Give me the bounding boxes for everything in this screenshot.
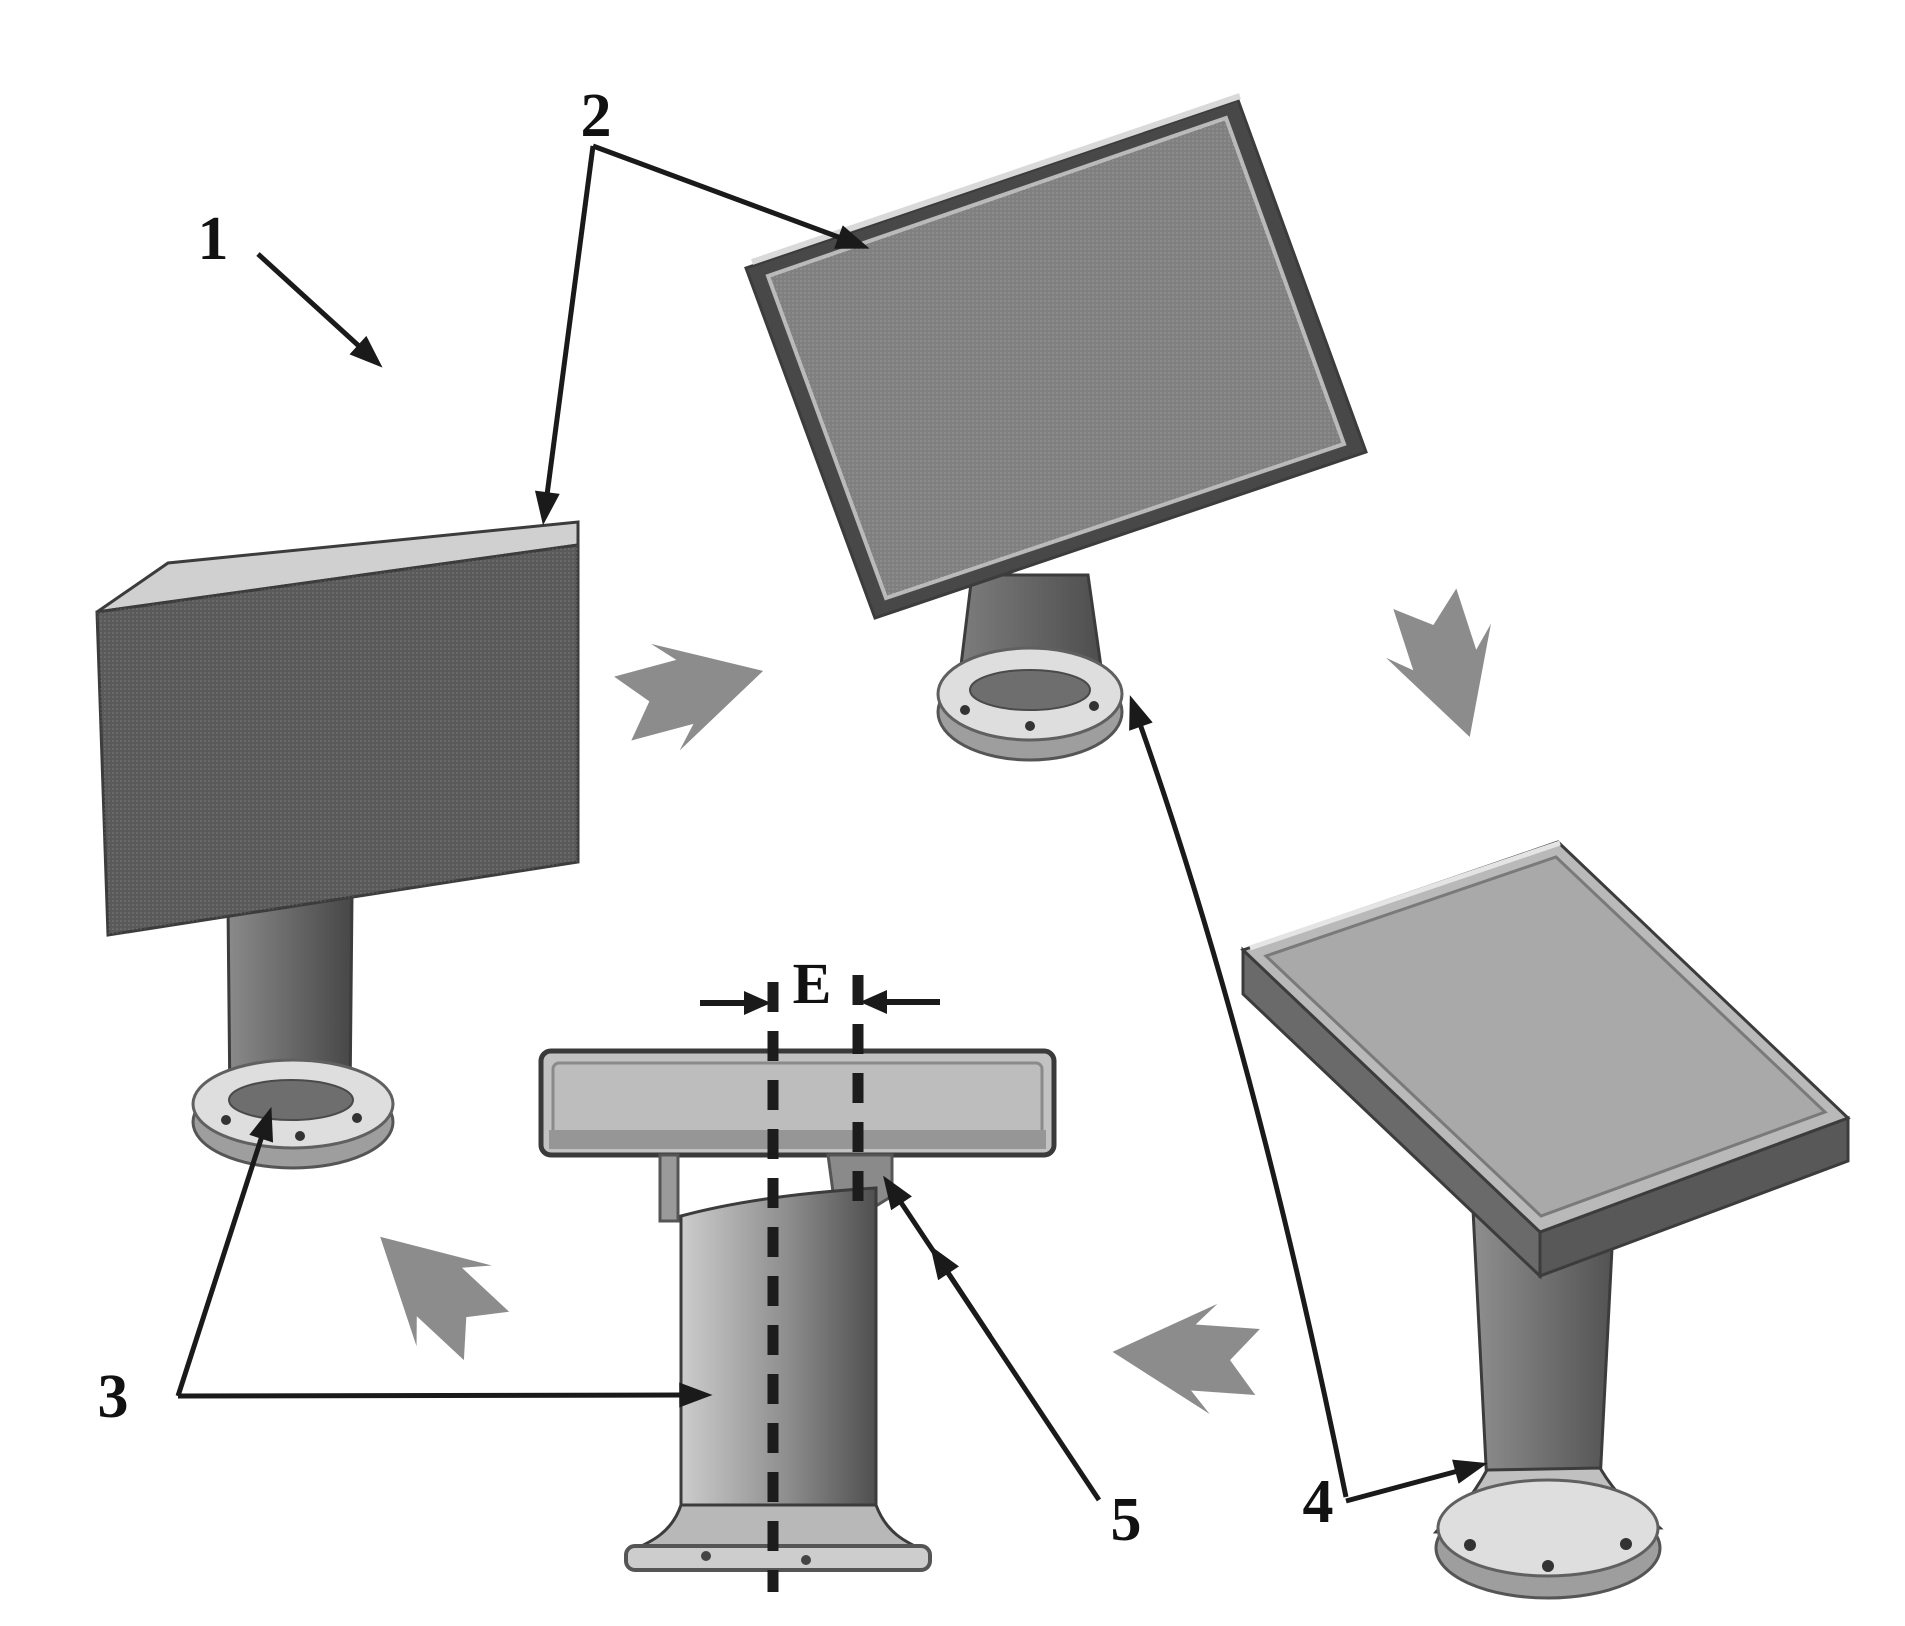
figure-vertical-panel [95, 520, 580, 1170]
leader-5-to-pivot-bracket [883, 1175, 1102, 1502]
callout-1: 1 [198, 205, 383, 368]
base-bolt [701, 1551, 711, 1561]
leader-4-to-middle-flange [1129, 695, 1349, 1498]
callout-3: 3 [98, 1106, 713, 1431]
flange-bolt [1542, 1560, 1554, 1572]
dim-arrow-left-icon [860, 990, 887, 1014]
cycle-arrow-down-icon [1385, 588, 1491, 737]
leader-2-to-vertical-panel [534, 145, 596, 526]
flange-bolt [1089, 701, 1099, 711]
mount-tab-left [658, 1153, 680, 1223]
callout-5: 5 [883, 1175, 1142, 1554]
cycle-arrow-right-icon [614, 643, 764, 751]
callout-2: 2 [534, 82, 870, 526]
flange-bolt [295, 1131, 305, 1141]
flange-bolt [1025, 721, 1035, 731]
ref-label-5: 5 [1111, 1486, 1142, 1554]
figure-horizontal-panel [1240, 840, 1851, 1600]
panel-screen-face-up [1263, 855, 1828, 1218]
pedestal-base-collar [969, 669, 1091, 711]
flange-bolt [1464, 1539, 1476, 1551]
panel-front-face-texture [97, 545, 578, 935]
ref-label-3: 3 [98, 1363, 129, 1431]
ref-label-2: 2 [581, 82, 612, 150]
leader-3-to-base-flange [175, 1106, 274, 1397]
ref-label-1: 1 [198, 205, 229, 273]
cycle-arrow-up-left-icon [380, 1236, 510, 1361]
leader-3-to-pedestal [177, 1382, 713, 1408]
pedestal-base-collar [228, 1079, 354, 1121]
callout-4: 4 [1129, 695, 1488, 1536]
panel-screen-texture [768, 118, 1344, 598]
cycle-arrow-left-icon [1112, 1303, 1260, 1414]
leader-2-to-tilted-panel [592, 143, 870, 249]
leader-1 [256, 252, 383, 368]
pedestal-base-flange [1436, 1478, 1660, 1578]
leader-5-second-arrowhead [930, 1245, 993, 1338]
base-bolt [801, 1555, 811, 1565]
dimension-label: E [793, 951, 832, 1016]
figure-tilted-panel [744, 93, 1368, 762]
flange-bolt [960, 705, 970, 715]
panel-side-bar-bottom-rim [549, 1130, 1046, 1149]
flange-bolt [352, 1113, 362, 1123]
figure-side-view [538, 1048, 1057, 1572]
flange-bolt [1620, 1538, 1632, 1550]
dimension-e: E [700, 951, 940, 1016]
dim-arrow-right-icon [744, 991, 771, 1015]
flange-bolt [221, 1115, 231, 1125]
panel-edge-highlight [1249, 840, 1561, 951]
leader-4-to-right-flange [1345, 1459, 1488, 1504]
ref-label-4: 4 [1303, 1468, 1334, 1536]
